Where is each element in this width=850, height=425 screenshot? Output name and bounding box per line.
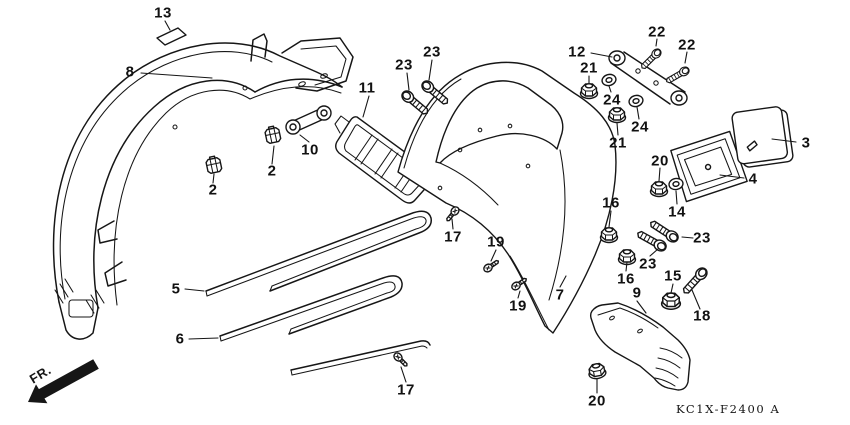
part-callout-2: 2: [208, 181, 218, 199]
part-callout-23: 23: [639, 255, 657, 273]
reflector: [731, 106, 794, 168]
part-callout-22: 22: [678, 36, 696, 54]
trim-clip: [204, 154, 223, 175]
washer-14: [667, 176, 685, 192]
part-callout-8: 8: [125, 63, 135, 81]
part-callout-18: 18: [693, 307, 711, 325]
bolt-22: [638, 46, 664, 72]
part-callout-24: 24: [631, 118, 649, 136]
caution-label: [156, 27, 187, 46]
rear-fender-b: [397, 61, 617, 334]
screw-17: [391, 350, 411, 370]
callout-leader-lines: [140, 20, 797, 394]
diagram-code: KC1X-F2400 A: [676, 402, 781, 416]
washer-24: [627, 93, 645, 109]
link-stay: [285, 105, 332, 135]
flange-nut-21: [579, 83, 599, 100]
part-callout-21: 21: [580, 59, 598, 77]
part-callout-16: 16: [602, 194, 620, 212]
molding-strip-6: [219, 275, 403, 342]
part-callout-9: 9: [632, 284, 642, 302]
flange-nut-21: [607, 107, 627, 124]
grille-panel: [334, 115, 434, 204]
part-callout-22: 22: [648, 23, 666, 41]
part-callout-20: 20: [588, 392, 606, 410]
part-callout-14: 14: [668, 203, 686, 221]
part-callout-15: 15: [664, 267, 682, 285]
part-callout-13: 13: [154, 4, 172, 22]
part-callout-4: 4: [748, 170, 758, 188]
part-callout-7: 7: [555, 286, 565, 304]
part-callout-21: 21: [609, 134, 627, 152]
bolt-23: [398, 87, 432, 118]
bolt-22: [664, 64, 692, 86]
part-callout-12: 12: [568, 43, 586, 61]
part-callout-2: 2: [267, 162, 277, 180]
part-callout-11: 11: [358, 79, 376, 97]
part-callout-23: 23: [693, 229, 711, 247]
front-direction-text: FR.: [27, 362, 54, 386]
part-callout-10: 10: [301, 141, 319, 159]
flange-nut-16: [599, 227, 619, 244]
cap-nut-15: [660, 292, 682, 311]
molding-strip-5: [205, 210, 432, 297]
part-callout-16: 16: [617, 270, 635, 288]
part-callout-24: 24: [603, 91, 621, 109]
part-callout-6: 6: [175, 330, 185, 348]
flange-nut-20: [586, 361, 608, 381]
washer-24: [600, 72, 618, 88]
flange-nut-20: [649, 181, 669, 198]
part-callout-17: 17: [444, 228, 462, 246]
molding-strip-lower: [290, 340, 431, 376]
part-callout-19: 19: [487, 233, 505, 251]
trim-clip: [263, 124, 282, 145]
rear-fender-a: [52, 33, 354, 340]
part-callout-20: 20: [651, 152, 669, 170]
bolt-18: [679, 264, 711, 297]
mud-guard: [589, 302, 691, 391]
part-callout-5: 5: [171, 280, 181, 298]
reflector-base: [670, 130, 748, 203]
part-callout-23: 23: [395, 56, 413, 74]
part-callout-23: 23: [423, 43, 441, 61]
front-direction-arrow: FR.: [27, 359, 99, 404]
stay-bracket: [608, 50, 688, 106]
part-callout-17: 17: [397, 381, 415, 399]
part-callout-19: 19: [509, 297, 527, 315]
part-callout-3: 3: [801, 134, 811, 152]
